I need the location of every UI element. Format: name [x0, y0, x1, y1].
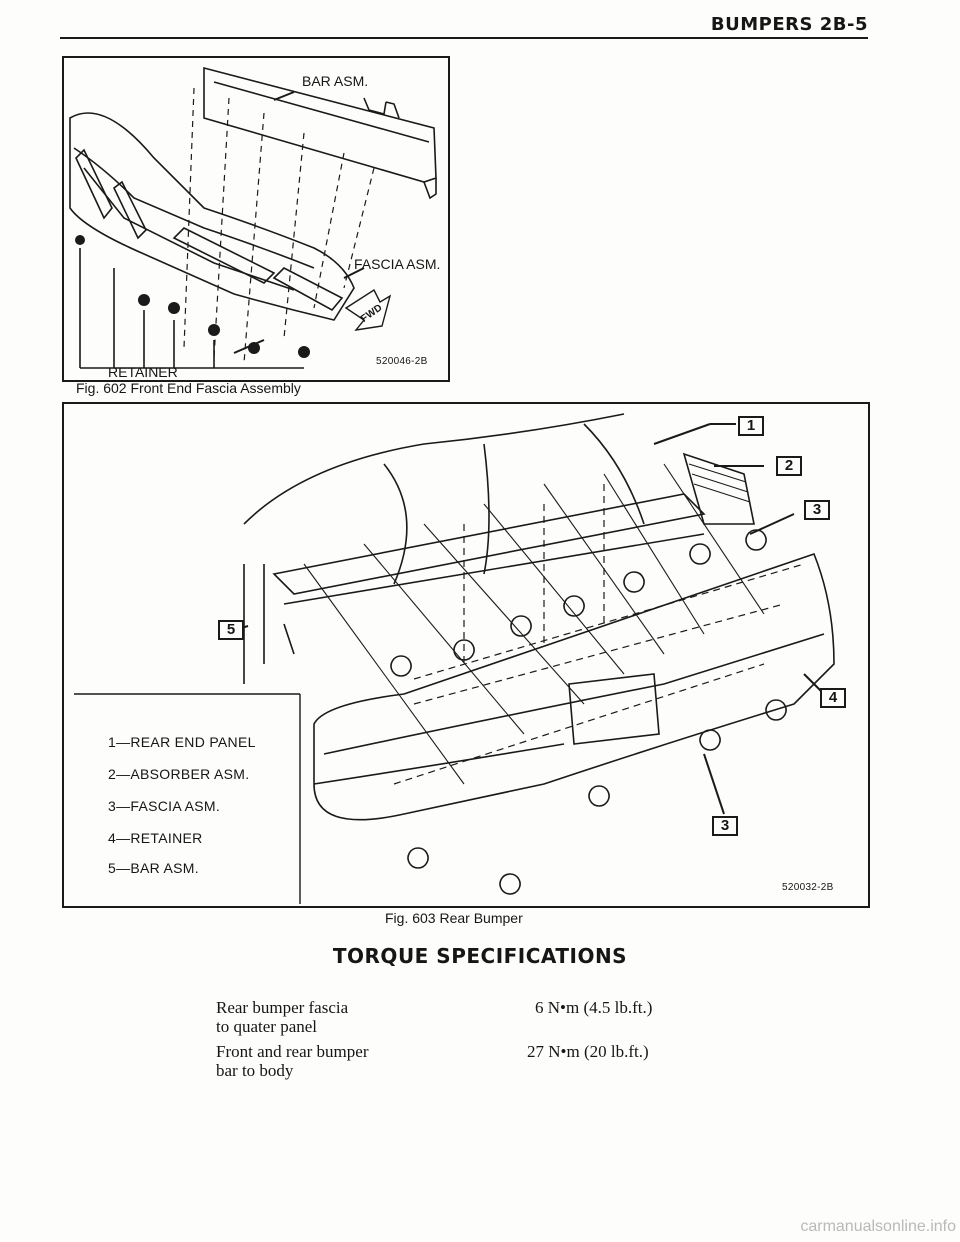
torque-row-1-value: 6 N•m (4.5 lb.ft.)	[535, 998, 653, 1017]
torque-row-2-value: 27 N•m (20 lb.ft.)	[527, 1042, 649, 1061]
figure-602-frame: BAR ASM. FASCIA ASM. RETAINER FWD 520046…	[62, 56, 450, 382]
legend-item-absorber: 2—ABSORBER ASM.	[108, 766, 250, 782]
figure-602-illustration	[69, 66, 437, 369]
callout-1: 1	[738, 416, 764, 436]
torque-row-1-item-line-2: to quater panel	[216, 1017, 318, 1036]
figure-603-illustration	[74, 413, 835, 904]
figure-603-caption: Fig. 603 Rear Bumper	[385, 910, 523, 926]
figure-602-part-number: 520046-2B	[376, 356, 428, 367]
callout-2: 2	[776, 456, 802, 476]
figure-603-frame: 1 2 3 5 4 3 1—REAR END PANEL 2—ABSORBER …	[62, 402, 870, 908]
torque-title: TORQUE SPECIFICATIONS	[332, 944, 628, 968]
callout-3-bottom: 3	[712, 816, 738, 836]
legend-item-rear-end-panel: 1—REAR END PANEL	[108, 734, 256, 750]
header-rule	[60, 37, 868, 39]
torque-row-2-item: Front and rear bumper bar to body	[216, 1042, 368, 1080]
figure-602-caption: Fig. 602 Front End Fascia Assembly	[76, 380, 301, 396]
retainer-label: RETAINER	[108, 364, 178, 380]
legend-item-fascia: 3—FASCIA ASM.	[108, 798, 221, 814]
watermark: carmanualsonline.info	[800, 1218, 956, 1235]
torque-row-2-item-line-2: bar to body	[216, 1061, 294, 1080]
figure-603-part-number: 520032-2B	[782, 882, 834, 893]
torque-row-2-item-line-1: Front and rear bumper	[216, 1042, 369, 1061]
legend-item-retainer: 4—RETAINER	[108, 830, 203, 846]
callout-3-top: 3	[804, 500, 830, 520]
torque-row-1-item: Rear bumper fascia to quater panel	[216, 998, 348, 1036]
callout-5: 5	[218, 620, 244, 640]
callout-4: 4	[820, 688, 846, 708]
legend-item-bar: 5—BAR ASM.	[108, 860, 199, 876]
page-header: BUMPERS 2B-5	[710, 14, 868, 35]
torque-row-1-item-line-1: Rear bumper fascia	[216, 998, 349, 1017]
fascia-asm-label: FASCIA ASM.	[354, 256, 441, 272]
bar-asm-label: BAR ASM.	[302, 73, 369, 89]
